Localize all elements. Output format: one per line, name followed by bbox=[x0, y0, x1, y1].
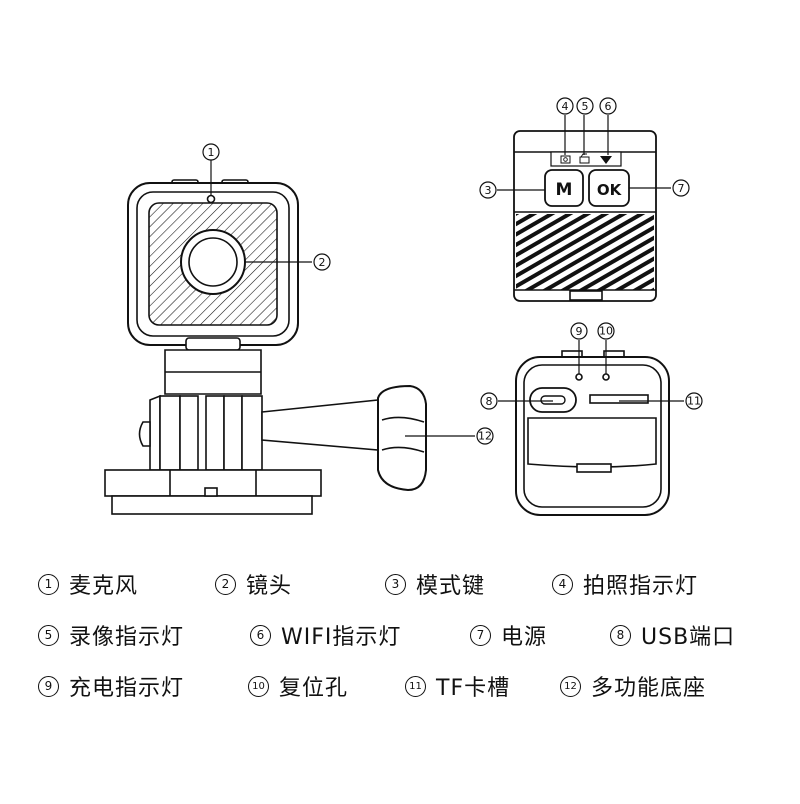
photo-indicator-icon bbox=[560, 155, 571, 164]
top-camera-view bbox=[513, 130, 657, 302]
video-indicator-icon bbox=[579, 153, 590, 164]
legend-row-2: 5 录像指示灯 6 WIFI指示灯 7 电源 8 USB端口 bbox=[0, 617, 800, 653]
callout-11: 11 bbox=[687, 395, 701, 408]
legend-row-3: 9 充电指示灯 10 复位孔 11 TF卡槽 12 多功能底座 bbox=[0, 668, 800, 704]
callout-10: 10 bbox=[599, 325, 613, 338]
legend-label: USB端口 bbox=[641, 625, 736, 650]
legend-label: 多功能底座 bbox=[591, 676, 707, 701]
callout-12: 12 bbox=[478, 430, 492, 443]
wifi-indicator-icon bbox=[600, 156, 612, 164]
legend-item: 1 麦克风 bbox=[38, 566, 138, 602]
legend-number: 6 bbox=[250, 624, 271, 646]
charge-indicator-light bbox=[575, 373, 583, 381]
legend-item: 11 TF卡槽 bbox=[405, 668, 510, 704]
microphone-icon bbox=[206, 194, 216, 204]
legend-label: 复位孔 bbox=[279, 676, 349, 701]
legend-number: 1 bbox=[38, 573, 59, 595]
legend-number: 9 bbox=[38, 675, 59, 697]
legend-label: 拍照指示灯 bbox=[583, 574, 699, 599]
legend-label: 电源 bbox=[501, 625, 548, 650]
legend-item: 9 充电指示灯 bbox=[38, 668, 184, 704]
legend-number: 12 bbox=[560, 675, 581, 697]
callout-7: 7 bbox=[678, 182, 685, 195]
legend-label: 模式键 bbox=[416, 574, 486, 599]
legend-item: 3 模式键 bbox=[385, 566, 485, 602]
reset-hole bbox=[602, 373, 610, 381]
legend-number: 11 bbox=[405, 675, 426, 697]
mode-button-shape bbox=[544, 169, 584, 207]
legend-number: 7 bbox=[470, 624, 491, 646]
front-camera-view bbox=[104, 179, 427, 515]
callout-8: 8 bbox=[486, 395, 493, 408]
legend-number: 5 bbox=[38, 624, 59, 646]
legend-label: TF卡槽 bbox=[436, 676, 511, 701]
callout-2: 2 bbox=[319, 256, 326, 269]
legend-item: 5 录像指示灯 bbox=[38, 617, 184, 653]
callout-3: 3 bbox=[485, 184, 492, 197]
legend-row-1: 1 麦克风 2 镜头 3 模式键 4 拍照指示灯 bbox=[0, 566, 800, 602]
callout-6: 6 bbox=[605, 100, 612, 113]
legend-label: 麦克风 bbox=[69, 574, 139, 599]
legend-item: 8 USB端口 bbox=[610, 617, 735, 653]
mode-button-label: M bbox=[556, 180, 573, 200]
legend-item: 4 拍照指示灯 bbox=[552, 566, 698, 602]
legend-item: 10 复位孔 bbox=[248, 668, 348, 704]
legend-number: 3 bbox=[385, 573, 406, 595]
legend-label: 充电指示灯 bbox=[69, 676, 185, 701]
callout-9: 9 bbox=[576, 325, 583, 338]
lens-icon bbox=[188, 237, 238, 287]
legend-number: 4 bbox=[552, 573, 573, 595]
tf-slot-icon bbox=[589, 394, 649, 404]
callout-numbers: 1 2 3 4 5 6 7 8 9 10 11 12 bbox=[208, 100, 702, 443]
callout-badges bbox=[202, 97, 703, 445]
callout-4: 4 bbox=[562, 100, 569, 113]
legend-item: 12 多功能底座 bbox=[560, 668, 706, 704]
bottom-camera-view bbox=[515, 350, 670, 516]
legend-number: 2 bbox=[215, 573, 236, 595]
ok-button-label: OK bbox=[597, 181, 623, 199]
callout-5: 5 bbox=[582, 100, 589, 113]
legend-label: WIFI指示灯 bbox=[281, 625, 402, 650]
legend-number: 10 bbox=[248, 675, 269, 697]
callout-1: 1 bbox=[208, 146, 215, 159]
legend-label: 录像指示灯 bbox=[69, 625, 185, 650]
leader-lines bbox=[210, 115, 684, 437]
legend-number: 8 bbox=[610, 624, 631, 646]
legend-item: 2 镜头 bbox=[215, 566, 292, 602]
legend-label: 镜头 bbox=[246, 574, 293, 599]
legend-item: 7 电源 bbox=[470, 617, 547, 653]
legend-item: 6 WIFI指示灯 bbox=[250, 617, 401, 653]
